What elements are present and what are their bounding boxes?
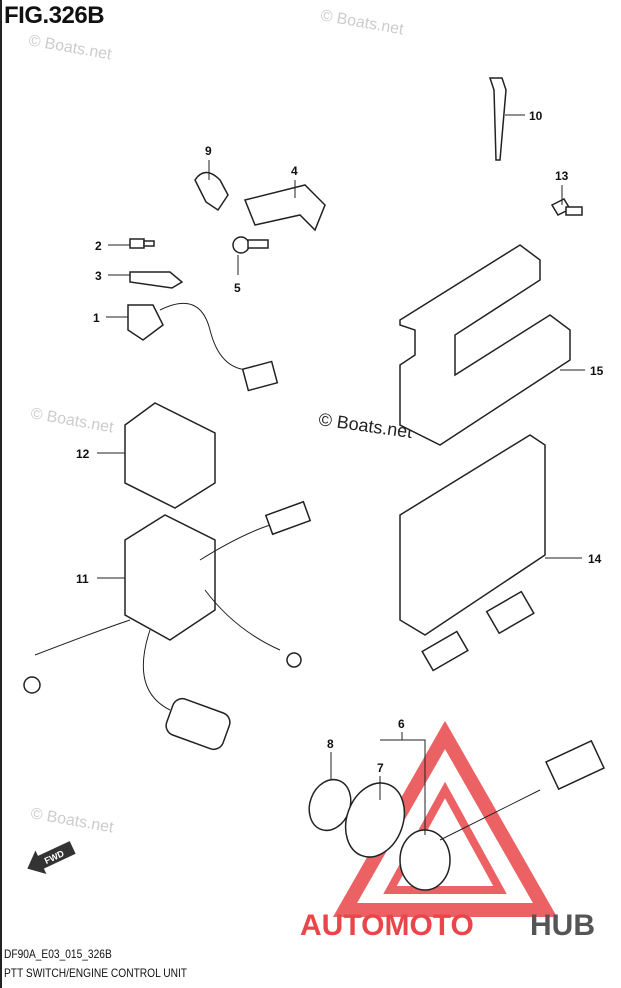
logo: AUTOMOTO HUB [300,909,595,942]
ecu-14 [399,434,546,672]
oring-7 [344,782,406,858]
plate-3 [129,271,184,289]
figure-title: FIG.326B [4,2,105,29]
callout-5: 5 [234,281,241,295]
callout-7: 7 [377,761,384,775]
watermark: © Boats.net [27,32,113,63]
ptt-switch-1 [127,302,279,392]
callout-3: 3 [95,269,102,283]
diagram-code: DF90A_E03_015_326B [4,947,112,961]
bolt-13 [550,198,583,216]
svg-text:HUB: HUB [530,909,595,942]
screw-2 [129,238,155,249]
callout-2: 2 [95,239,102,253]
callout-9: 9 [205,144,212,158]
cable-tie-10 [488,77,507,161]
watermark: © Boats.net [29,805,115,836]
svg-text:AUTOMOTO: AUTOMOTO [300,909,474,942]
callout-13: 13 [555,169,569,183]
watermark: © Boats.net [29,405,115,436]
callouts: 1 2 3 4 5 6 7 8 9 10 11 12 13 14 15 [76,109,604,775]
cover-12 [124,402,216,509]
fwd-arrow-icon: FWD [27,841,76,875]
watermark: © Boats.net [319,7,405,38]
callout-12: 12 [76,447,90,461]
bracket-4 [243,184,326,232]
clamp-9 [194,171,229,212]
diagram-caption: PTT SWITCH/ENGINE CONTROL UNIT [4,966,188,980]
callout-6: 6 [398,717,405,731]
leader-lines [97,114,585,835]
callout-10: 10 [529,109,543,123]
callout-15: 15 [590,364,604,378]
callout-8: 8 [327,737,334,751]
cover-15 [399,244,571,446]
relay-11 [23,500,312,751]
callout-1: 1 [93,311,100,325]
screw-5 [232,236,269,254]
watermark-main: © Boats.net [317,409,413,442]
callout-11: 11 [76,572,89,586]
callout-4: 4 [291,164,298,178]
callout-14: 14 [588,552,602,566]
